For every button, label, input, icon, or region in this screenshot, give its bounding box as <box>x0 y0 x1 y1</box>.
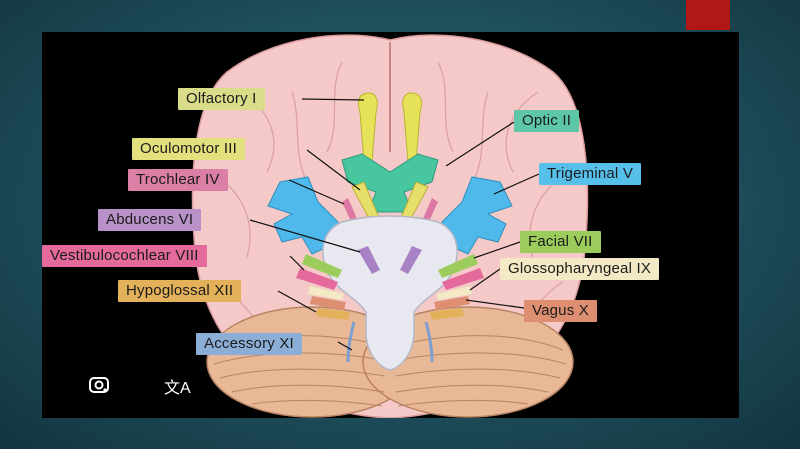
label-trochlear: Trochlear IV <box>128 169 228 191</box>
label-vestibulocochlear: Vestibulocochlear VIII <box>42 245 207 267</box>
olfactory-tracts <box>357 92 423 163</box>
label-abducens: Abducens VI <box>98 209 202 231</box>
translate-icon[interactable]: 文A <box>164 380 191 397</box>
label-trigeminal: Trigeminal V <box>539 163 642 185</box>
label-oculomotor: Oculomotor III <box>132 138 245 160</box>
red-accent-square <box>686 0 730 30</box>
label-optic: Optic II <box>514 110 580 132</box>
label-vagus: Vagus X <box>524 300 597 322</box>
google-lens-icon[interactable] <box>88 374 110 394</box>
label-glossopharyngeal: Glossopharyngeal IX <box>500 258 660 280</box>
slide-frame: Olfactory I Optic II Oculomotor III Troc… <box>42 32 739 418</box>
label-facial: Facial VII <box>520 231 601 253</box>
label-olfactory: Olfactory I <box>178 88 265 110</box>
label-hypoglossal: Hypoglossal XII <box>118 280 242 302</box>
trigeminal-nerves <box>267 176 513 255</box>
label-accessory: Accessory XI <box>196 333 302 355</box>
